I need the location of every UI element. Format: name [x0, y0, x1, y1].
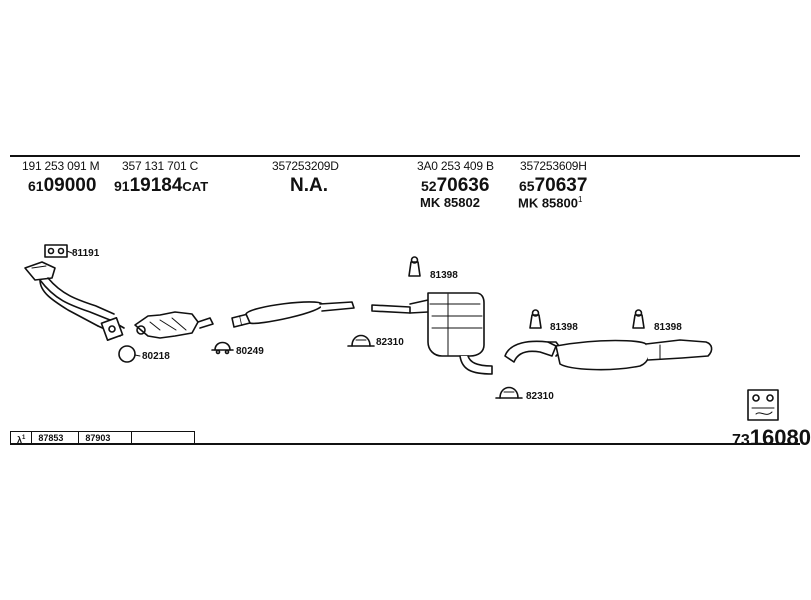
- mounting-kit-middle: MK 85802: [420, 195, 480, 210]
- middle-pipe-in-icon: [371, 304, 411, 314]
- lambda-sensor-row: λ1 87853 87903: [10, 431, 196, 445]
- callout-mount-mid: 81398: [550, 322, 578, 333]
- oe-number-catalyst: 357 131 701 C: [122, 159, 199, 173]
- middle-silencer-icon: [427, 292, 493, 375]
- front-silencer-icon: [231, 301, 355, 328]
- rubber-mount-mid-icon: [529, 309, 542, 329]
- callout-clamp-small: 80249: [236, 346, 264, 357]
- catalogue-number: 7316080: [732, 425, 811, 450]
- part-number-rear-silencer: 6570637: [519, 175, 588, 196]
- callout-ring-gasket: 80218: [142, 351, 170, 362]
- lambda-part-2: 87903: [79, 432, 133, 445]
- rubber-mount-top-icon: [408, 256, 421, 277]
- front-pipe-icon: [24, 261, 125, 341]
- mounting-kit-rear: MK 858001: [518, 195, 583, 211]
- clamp-mid-icon: [347, 334, 375, 347]
- part-number-front-pipe: 6109000: [28, 175, 97, 196]
- callout-clamp-bottom: 82310: [526, 391, 554, 402]
- oe-number-rear-silencer: 357253609H: [520, 159, 587, 173]
- part-number-middle-silencer: 5270636: [421, 175, 490, 196]
- lambda-symbol: λ1: [11, 432, 33, 445]
- clamp-bottom-icon: [495, 386, 523, 399]
- lambda-empty-cell: [132, 432, 194, 445]
- clamp-small-icon: [211, 341, 234, 355]
- footer-rule: [10, 443, 800, 445]
- part-number-catalyst: 9119184CAT: [114, 175, 209, 196]
- rear-silencer-icon: [504, 339, 713, 371]
- lambda-part-1: 87853: [32, 432, 80, 445]
- callout-gasket: 81191: [72, 248, 100, 259]
- callout-mount-top: 81398: [430, 270, 458, 281]
- flange-gasket-icon: [44, 244, 68, 258]
- catalyst-icon: [134, 311, 214, 339]
- catalogue-symbol-icon: [747, 389, 779, 421]
- oe-number-front-pipe: 191 253 091 M: [22, 159, 100, 173]
- rubber-mount-right-icon: [632, 309, 645, 329]
- oe-number-front-silencer: 357253209D: [272, 159, 339, 173]
- header-rule: [10, 155, 800, 157]
- ring-gasket-icon: [118, 345, 136, 363]
- oe-number-middle-silencer: 3A0 253 409 B: [417, 159, 494, 173]
- callout-mount-right: 81398: [654, 322, 682, 333]
- part-number-front-silencer: N.A.: [290, 175, 328, 196]
- callout-clamp-mid: 82310: [376, 337, 404, 348]
